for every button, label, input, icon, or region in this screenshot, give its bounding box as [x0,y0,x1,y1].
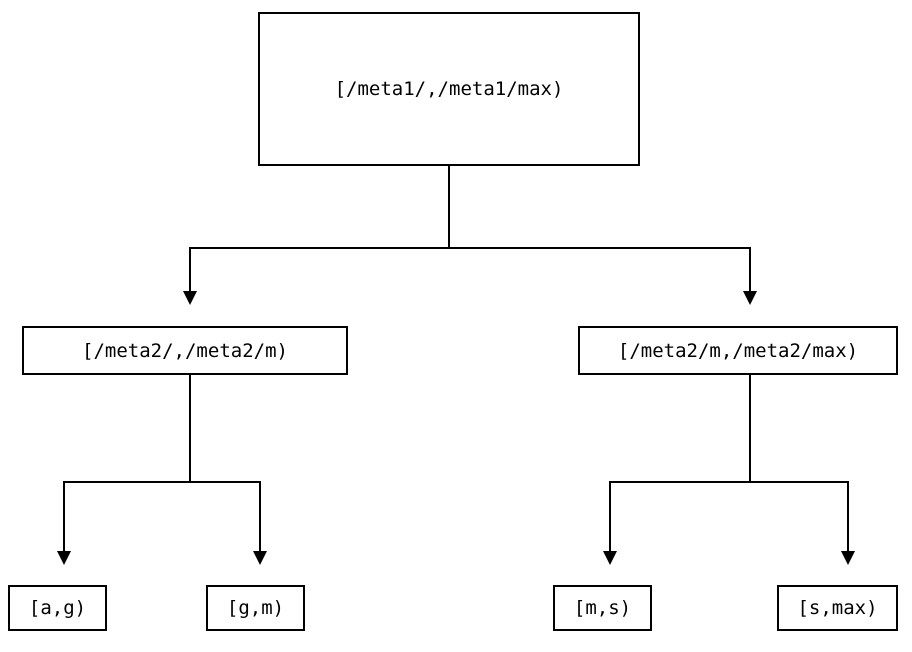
node-root[interactable]: [/meta1/,/meta1/max) [258,12,640,166]
arrow-down-icon-leaf4 [841,551,855,565]
edge-root-to-mid-left-drop [189,247,191,291]
node-mid-right[interactable]: [/meta2/m,/meta2/max) [578,326,898,375]
node-leaf-4[interactable]: [s,max) [777,585,898,631]
edge-mid-right-crossbar [609,481,849,483]
node-leaf-1-label: [a,g) [28,597,87,619]
node-root-label: [/meta1/,/meta1/max) [334,78,564,100]
node-mid-left[interactable]: [/meta2/,/meta2/m) [22,326,348,375]
edge-mid-right-to-leaf3-drop [609,481,611,551]
arrow-down-icon-mid-right [743,291,757,305]
node-leaf-3[interactable]: [m,s) [553,585,652,631]
arrow-down-icon-leaf2 [253,551,267,565]
edge-mid-left-crossbar [63,481,261,483]
arrow-down-icon-leaf3 [603,551,617,565]
arrow-down-icon-mid-left [183,291,197,305]
node-mid-left-label: [/meta2/,/meta2/m) [82,339,288,362]
edge-root-crossbar [189,247,750,249]
edge-mid-right-to-leaf4-drop [847,481,849,551]
edge-mid-left-to-leaf1-drop [63,481,65,551]
edge-mid-right-stem [749,375,751,483]
edge-mid-left-stem [189,375,191,483]
edge-root-stem [448,166,450,249]
node-mid-right-label: [/meta2/m,/meta2/max) [617,339,859,362]
edge-mid-left-to-leaf2-drop [259,481,261,551]
node-leaf-1[interactable]: [a,g) [8,585,107,631]
arrow-down-icon-leaf1 [57,551,71,565]
node-leaf-2[interactable]: [g,m) [206,585,305,631]
node-leaf-3-label: [m,s) [573,597,632,619]
edge-root-to-mid-right-drop [749,247,751,291]
node-leaf-2-label: [g,m) [226,597,285,619]
node-leaf-4-label: [s,max) [797,597,878,619]
